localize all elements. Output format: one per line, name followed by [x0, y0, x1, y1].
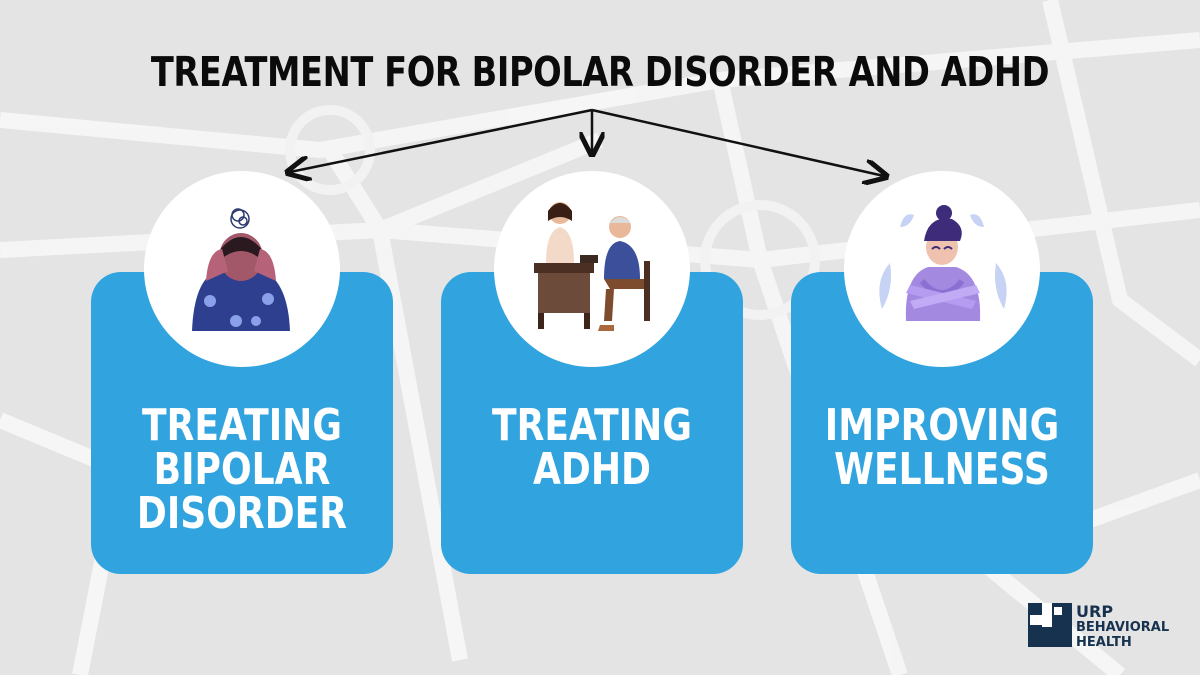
arrow-left: [290, 108, 593, 172]
logo-line: HEALTH: [1076, 635, 1132, 650]
self-hug-woman-icon: [879, 205, 1007, 321]
illustration-circle: [144, 171, 340, 367]
card-label-line: WELLNESS: [834, 444, 1050, 495]
urp-behavioral-health-logo: URP BEHAVIORAL HEALTH: [1028, 603, 1188, 651]
page-title: TREATMENT FOR BIPOLAR DISORDER AND ADHD: [150, 48, 1050, 96]
card-label: IMPROVING WELLNESS: [818, 404, 1066, 492]
doctor-patient-icon: [534, 202, 650, 331]
card-label: TREATING ADHD: [468, 404, 716, 492]
card-improving-wellness: IMPROVING WELLNESS: [791, 272, 1093, 574]
card-label-line: TREATING: [141, 400, 343, 451]
stressed-person-icon: [192, 208, 290, 331]
card-label-line: DISORDER: [136, 488, 348, 539]
arrow-right: [591, 108, 884, 176]
illustration-circle: [494, 171, 690, 367]
card-label-line: TREATING: [491, 400, 693, 451]
card-label-line: BIPOLAR: [153, 444, 331, 495]
card-label-line: IMPROVING: [824, 400, 1060, 451]
logo-line: BEHAVIORAL: [1076, 620, 1170, 635]
logo-mark-icon: [1028, 603, 1072, 647]
branch-arrows: [0, 108, 1200, 200]
logo-text: URP BEHAVIORAL HEALTH: [1076, 603, 1169, 650]
illustration-circle: [844, 171, 1040, 367]
card-label: TREATING BIPOLAR DISORDER: [118, 404, 366, 536]
card-label-line: ADHD: [532, 444, 652, 495]
logo-brand: URP: [1076, 602, 1114, 621]
